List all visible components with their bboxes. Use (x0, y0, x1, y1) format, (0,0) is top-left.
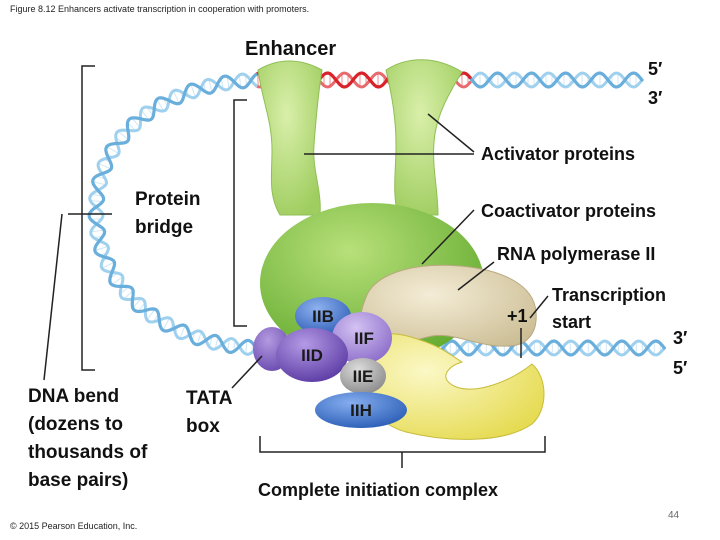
dna-bend-label-line2: (dozens to (28, 414, 123, 435)
factor-iib-label: IIB (312, 307, 334, 326)
protein-bridge-label-line2: bridge (135, 217, 193, 238)
tata-leader (231, 355, 263, 389)
factor-iie-label: IIE (353, 367, 374, 386)
dna-base-pair (111, 276, 124, 285)
dna-base-pair (214, 336, 219, 350)
transcription-start-label-line1: Transcription (552, 285, 666, 305)
dna-base-pair (90, 200, 103, 203)
dna-base-pair (94, 245, 109, 252)
factor-iid-label: IID (301, 346, 323, 365)
dna-base-pair (238, 74, 242, 88)
rna-polymerase-ii (359, 264, 545, 440)
factor-iih-label: IIH (350, 401, 372, 420)
factor-iif-label: IIF (354, 329, 374, 348)
dna-base-pair (226, 338, 230, 352)
dna-strand-segment (88, 72, 666, 357)
dna-base-pair (131, 117, 141, 128)
coactivator-leader (421, 209, 475, 265)
dna-base-pair (117, 130, 129, 141)
dna-base-pair (162, 317, 170, 331)
bottom-three-prime-label: 3′ (673, 328, 687, 348)
protein-bridge-bracket (233, 99, 247, 327)
dna-base-pair (245, 340, 248, 355)
dna-base-pair (140, 109, 150, 121)
dna-base-pair (132, 298, 142, 309)
plus-one-label: +1 (507, 306, 528, 326)
dna-bend-label-line3: thousands of (28, 442, 148, 463)
top-five-prime-label: 5′ (648, 59, 662, 79)
enhancer-label: Enhancer (245, 38, 336, 60)
dna-bend-label-line1: DNA bend (28, 386, 119, 407)
activator-leader-1 (427, 113, 475, 153)
figure-caption: Figure 8.12 Enhancers activate transcrip… (10, 4, 310, 14)
annotation-lines (43, 65, 549, 468)
dna-base-pair (101, 261, 115, 269)
dna-base-pair (190, 83, 196, 98)
dna-base-pair (123, 290, 134, 300)
dna-base-pair (106, 146, 120, 155)
dna-base-pair (208, 79, 213, 93)
tata-box-label-line2: box (186, 416, 220, 437)
page-number: 44 (668, 510, 680, 521)
dna-base-pair (98, 163, 112, 170)
bottom-five-prime-label: 5′ (673, 358, 687, 378)
dna-base-pair (146, 308, 156, 321)
factor-iie: IIE (340, 358, 386, 394)
dna-strand-segment (468, 71, 644, 89)
polymerase-leader (457, 261, 495, 291)
factor-iid: IID (276, 328, 348, 382)
rna-polymerase-label: RNA polymerase II (497, 244, 655, 264)
tata-box-label-line1: TATA (186, 388, 233, 409)
factor-iih: IIH (315, 392, 407, 428)
dna-bend-label-line4: base pairs) (28, 470, 128, 491)
dna-bend-bracket (81, 65, 95, 371)
dna-bend-leader (43, 213, 63, 381)
copyright-notice: © 2015 Pearson Education, Inc. (10, 521, 138, 531)
dna-base-pair (196, 331, 202, 345)
complete-initiation-complex-label: Complete initiation complex (258, 480, 498, 500)
transcription-start-label-line2: start (552, 312, 591, 332)
activator-proteins-label: Activator proteins (481, 144, 635, 164)
dna-base-pair (226, 76, 230, 89)
coactivator-proteins-label: Coactivator proteins (481, 201, 656, 221)
protein-bridge-label-line1: Protein (135, 189, 200, 210)
dna-base-pair (173, 90, 180, 104)
activator-proteins (257, 59, 463, 216)
dna-base-pair (179, 325, 186, 339)
dna-base-pair (90, 229, 105, 233)
dna-base-pair (156, 99, 164, 112)
dna-base-pair (92, 181, 106, 186)
transcription-start-leader (529, 295, 549, 319)
top-three-prime-label: 3′ (648, 88, 662, 108)
complex-bracket (259, 436, 546, 453)
